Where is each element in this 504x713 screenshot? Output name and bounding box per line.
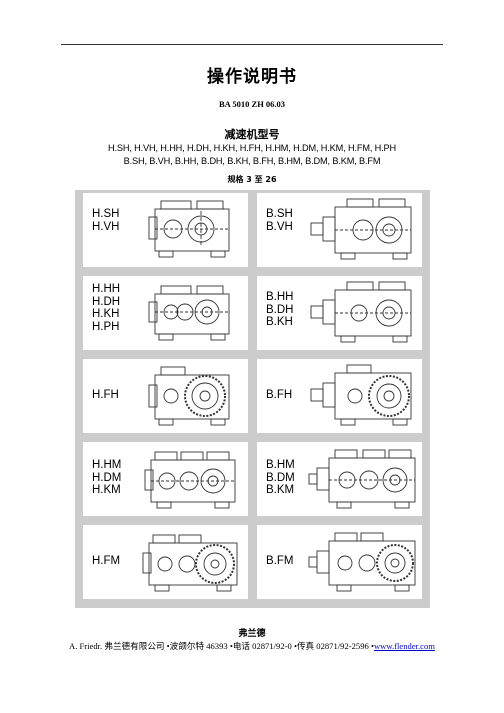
page-title: 操作说明书 xyxy=(207,67,297,87)
gearbox-b-flange-icon xyxy=(310,364,412,426)
figure-panel: H.FM xyxy=(83,525,248,599)
document-number: BA 5010 ZH 06.03 xyxy=(218,99,286,109)
footer-company-text: 弗兰德有限公司 •波颌尔特 46393 •电话 02871/92-0 •传真 0… xyxy=(102,641,374,651)
type-list-line-2: B.SH, B.VH, B.HH, B.DH, B.KH, B.FH, B.HM… xyxy=(123,156,381,166)
gearbox-h-parallel-icon xyxy=(148,285,230,341)
gearbox-h-multistage-flange-icon xyxy=(142,534,238,592)
footer-contact: A. Friedr. 弗兰德有限公司 •波颌尔特 46393 •电话 02871… xyxy=(0,640,504,652)
gearbox-b-multistage-flange-icon xyxy=(308,532,416,592)
figure-panel: B.FH xyxy=(257,359,422,433)
panel-labels: B.FM xyxy=(266,555,294,567)
website-link[interactable]: www.flender.com xyxy=(373,641,435,651)
gearbox-h-flange-icon xyxy=(148,366,230,426)
figure-panel: H.FH xyxy=(83,359,248,433)
size-range: 规格 3 至 26 xyxy=(227,175,277,184)
panel-labels: H.FM xyxy=(92,555,121,567)
figure-panel: B.FM xyxy=(257,525,422,599)
gearbox-b-bevel-icon xyxy=(310,281,412,343)
footer-company-prefix: A. Friedr. xyxy=(69,641,103,651)
gearbox-b-multistage-icon xyxy=(308,449,416,509)
gearbox-b-bevel-icon xyxy=(310,198,412,260)
type-list-line-1: H.SH, H.VH, H.HH, H.DH, H.KH, H.FH, H.HM… xyxy=(108,143,396,153)
header-rule xyxy=(61,44,443,45)
panel-labels: H.FH xyxy=(92,389,119,401)
section-subtitle: 减速机型号 xyxy=(224,128,280,141)
panel-labels: B.FH xyxy=(266,389,293,401)
footer-brand: 弗兰德 xyxy=(238,629,266,639)
gearbox-h-parallel-icon xyxy=(148,200,230,258)
gearbox-h-multistage-icon xyxy=(144,451,236,509)
